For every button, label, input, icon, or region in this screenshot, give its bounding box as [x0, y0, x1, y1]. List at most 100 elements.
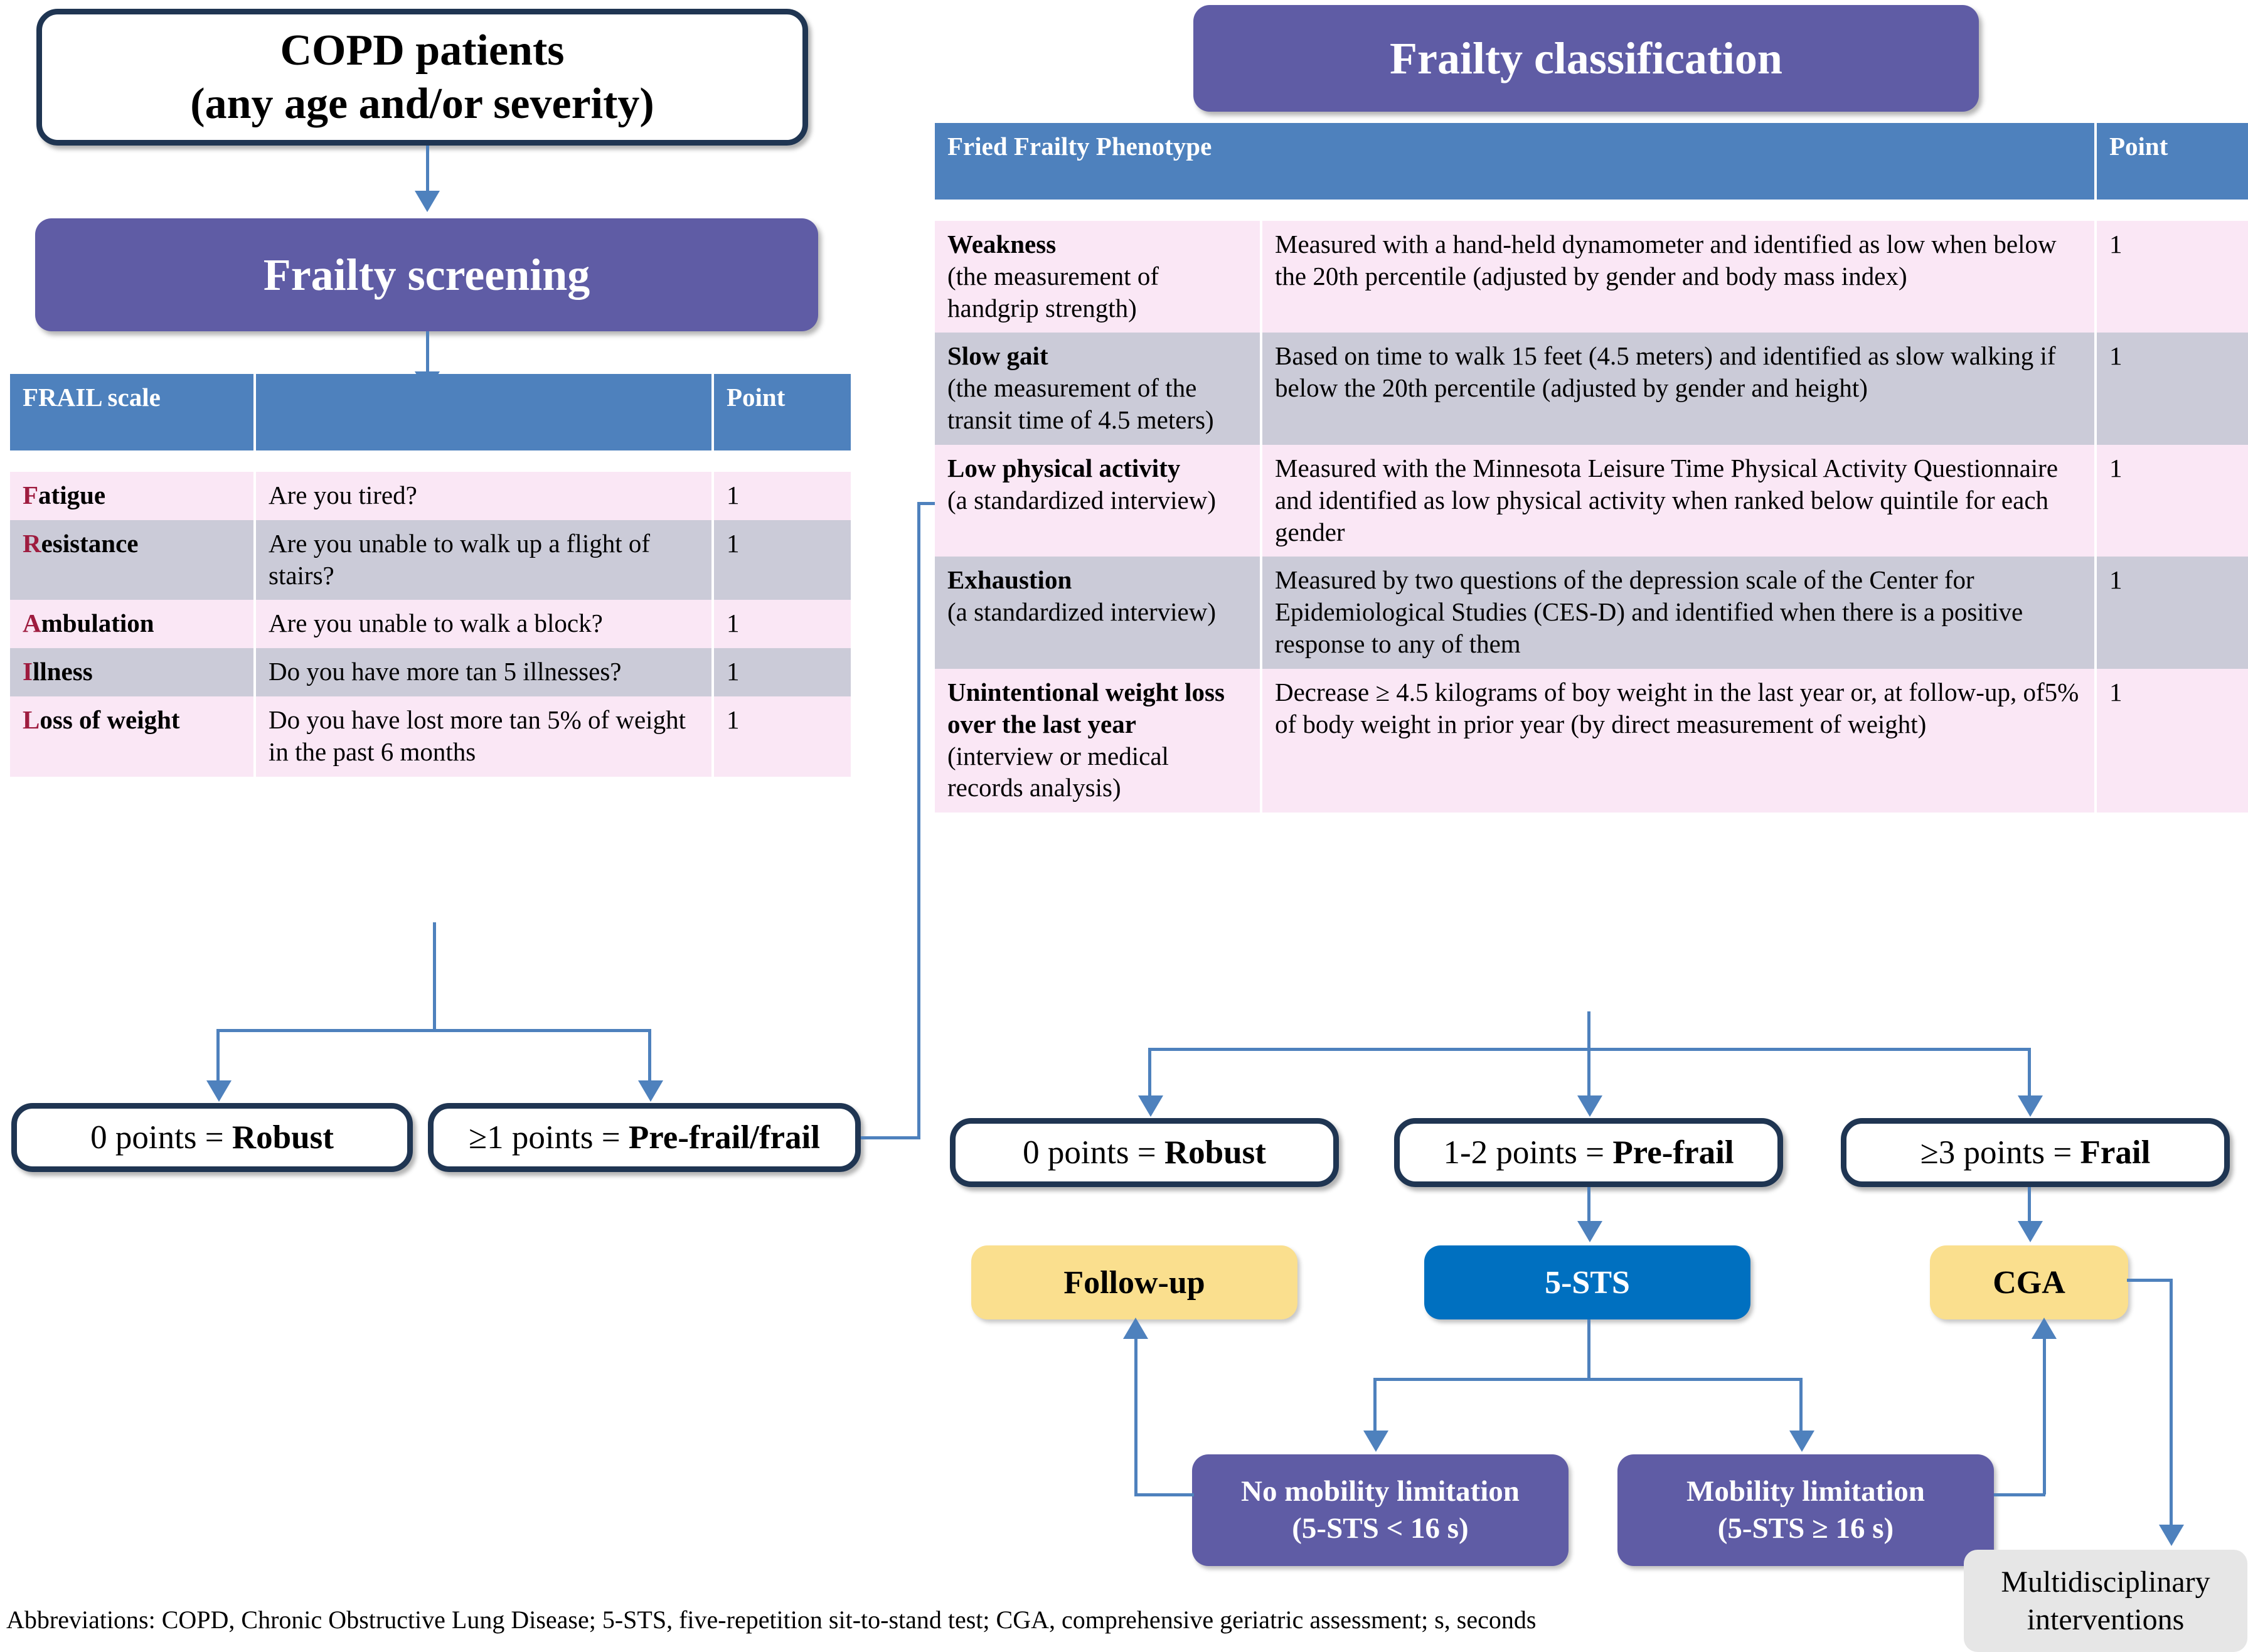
connector-5sts-bar	[1373, 1378, 1803, 1381]
arrowhead-fried-prefrail	[1577, 1095, 1602, 1117]
fried-row-name-2: Low physical activity (a standardized in…	[935, 444, 1261, 557]
frail-row-question-3: Do you have more tan 5 illnesses?	[253, 648, 713, 697]
frailty-classification-banner: Frailty classification	[1193, 5, 1979, 112]
connector-fried-prefrail-drop	[1587, 1048, 1590, 1100]
no-mobility-line1: No mobility limitation	[1241, 1475, 1520, 1508]
arrowhead-mobility-to-cga	[2032, 1318, 2057, 1339]
table-row: Fatigue Are you tired? 1	[10, 472, 851, 520]
fried-row-point-0: 1	[2094, 221, 2248, 333]
fried-row-description-0: Measured with a hand-held dynamometer an…	[1260, 221, 2096, 333]
fried-row-sub-4: (interview or medical records analysis)	[947, 741, 1169, 802]
fried-row-name-4: Unintentional weight loss over the last …	[935, 668, 1261, 813]
no-mobility-limitation-box: No mobility limitation (5-STS < 16 s)	[1192, 1454, 1569, 1566]
outcome-box-frail-fried: ≥3 points = Frail	[1841, 1118, 2230, 1187]
connector-cga-to-intervention-v	[2170, 1279, 2173, 1530]
fried-row-description-2: Measured with the Minnesota Leisure Time…	[1260, 444, 2096, 557]
frailty-screening-label: Frailty screening	[263, 249, 590, 300]
arrowhead-prefrail-to-5sts	[1577, 1221, 1602, 1242]
outcome-prefrail-bold: Pre-frail/frail	[628, 1119, 820, 1156]
frail-row-rest-3: llness	[32, 657, 93, 686]
connector-prefrail-to-fried-h2	[917, 502, 952, 505]
fried-row-title-1: Slow gait	[947, 341, 1048, 371]
connector-mobility-to-cga-h	[1994, 1493, 2045, 1496]
arrowhead-frail-robust	[206, 1080, 232, 1102]
follow-up-box: Follow-up	[971, 1245, 1297, 1319]
table-row: Illness Do you have more tan 5 illnesses…	[10, 648, 851, 697]
fried-row-name-1: Slow gait (the measurement of the transi…	[935, 333, 1261, 445]
connector-frail-left-drop	[216, 1029, 220, 1085]
mobility-limitation-box: Mobility limitation (5-STS ≥ 16 s)	[1617, 1454, 1994, 1566]
abbreviations-footnote: Abbreviations: COPD, Chronic Obstructive…	[6, 1606, 1537, 1634]
connector-cga-to-intervention-h	[2127, 1279, 2172, 1282]
five-sts-label: 5-STS	[1545, 1264, 1630, 1301]
connector-nomobility-to-followup-h	[1134, 1493, 1194, 1496]
table-row: Loss of weight Do you have lost more tan…	[10, 696, 851, 777]
table-row: Slow gait (the measurement of the transi…	[935, 333, 2248, 445]
frail-row-name-4: Loss of weight	[10, 696, 255, 777]
connector-frail-to-cga	[2028, 1187, 2031, 1226]
fried-outcome-frail-prefix: ≥3 points =	[1920, 1134, 2080, 1171]
copd-patients-line1: COPD patients	[280, 26, 565, 75]
copd-patients-line2: (any age and/or severity)	[190, 80, 654, 128]
arrowhead-fried-frail	[2018, 1095, 2043, 1117]
connector-nomobility-to-followup-v	[1134, 1338, 1137, 1495]
fried-row-point-2: 1	[2094, 444, 2248, 557]
fried-frailty-phenotype-table: Fried Frailty Phenotype Point Weakness (…	[935, 123, 2248, 813]
fried-outcome-robust-prefix: 0 points =	[1023, 1134, 1164, 1171]
connector-prefrail-to-fried-v	[917, 502, 920, 1138]
connector-fried-frail-drop	[2028, 1048, 2031, 1100]
table-row: Weakness (the measurement of handgrip st…	[935, 221, 2248, 333]
fried-row-title-3: Exhaustion	[947, 565, 1072, 595]
fried-row-sub-0: (the measurement of handgrip strength)	[947, 261, 1159, 322]
connector-frail-table-bar	[216, 1029, 649, 1032]
arrowhead-nomobility-to-followup	[1123, 1318, 1148, 1339]
frailty-screening-banner: Frailty screening	[35, 218, 818, 331]
frail-row-rest-4: oss of weight	[40, 705, 180, 735]
fried-row-name-0: Weakness (the measurement of handgrip st…	[935, 221, 1261, 333]
arrowhead-5sts-limit	[1789, 1431, 1814, 1452]
intervention-line1: Multidisciplinary	[2001, 1565, 2210, 1599]
connector-fried-robust-drop	[1148, 1048, 1151, 1100]
frail-row-rest-1: esistance	[41, 528, 139, 558]
fried-row-sub-3: (a standardized interview)	[947, 597, 1217, 627]
outcome-box-prefrail-fried: 1-2 points = Pre-frail	[1394, 1118, 1783, 1187]
multidisciplinary-interventions-box: Multidisciplinary interventions	[1964, 1550, 2247, 1652]
connector-frail-table-stem	[433, 922, 436, 1030]
frail-header-question	[253, 374, 713, 450]
frail-table-header-row: FRAIL scale Point	[10, 374, 851, 450]
fried-outcome-frail-bold: Frail	[2080, 1134, 2151, 1171]
connector-frail-right-drop	[648, 1029, 651, 1085]
connector-prefrail-to-fried-h1	[861, 1136, 920, 1139]
fried-row-point-3: 1	[2094, 557, 2248, 669]
fried-table-header-row: Fried Frailty Phenotype Point	[935, 123, 2248, 200]
no-mobility-line2: (5-STS < 16 s)	[1292, 1512, 1469, 1545]
fried-row-description-3: Measured by two questions of the depress…	[1260, 557, 2096, 669]
frail-row-initial-4: L	[23, 705, 40, 735]
frail-row-rest-0: atigue	[38, 481, 106, 509]
connector-copd-to-screening	[426, 146, 429, 196]
table-row: Resistance Are you unable to walk up a f…	[10, 520, 851, 600]
connector-screening-to-frail-table	[426, 331, 429, 376]
fried-row-description-4: Decrease ≥ 4.5 kilograms of boy weight i…	[1260, 668, 2096, 813]
fried-header-description	[1261, 123, 2096, 200]
frail-row-question-1: Are you unable to walk up a flight of st…	[253, 520, 713, 600]
frail-row-rest-2: mbulation	[41, 609, 154, 638]
connector-mobility-to-cga-v	[2043, 1338, 2046, 1495]
fried-header-point: Point	[2094, 123, 2248, 200]
fried-row-name-3: Exhaustion (a standardized interview)	[935, 557, 1261, 669]
mobility-line1: Mobility limitation	[1686, 1475, 1925, 1508]
outcome-box-prefrail-frail: ≥1 points = Pre-frail/frail	[428, 1103, 861, 1172]
connector-fried-table-stem	[1587, 1011, 1590, 1050]
frail-row-question-4: Do you have lost more tan 5% of weight i…	[253, 696, 713, 777]
frail-row-point-0: 1	[711, 472, 851, 520]
arrowhead-frail-prefrail	[638, 1080, 663, 1102]
fried-header-name: Fried Frailty Phenotype	[935, 123, 1261, 200]
fried-row-description-1: Based on time to walk 15 feet (4.5 meter…	[1260, 333, 2096, 445]
connector-5sts-stem	[1587, 1319, 1590, 1381]
frail-header-scale: FRAIL scale	[10, 374, 255, 450]
fried-row-sub-2: (a standardized interview)	[947, 485, 1217, 514]
table-row: Low physical activity (a standardized in…	[935, 444, 2248, 557]
follow-up-label: Follow-up	[1063, 1264, 1205, 1301]
outcome-box-robust-fried: 0 points = Robust	[950, 1118, 1339, 1187]
